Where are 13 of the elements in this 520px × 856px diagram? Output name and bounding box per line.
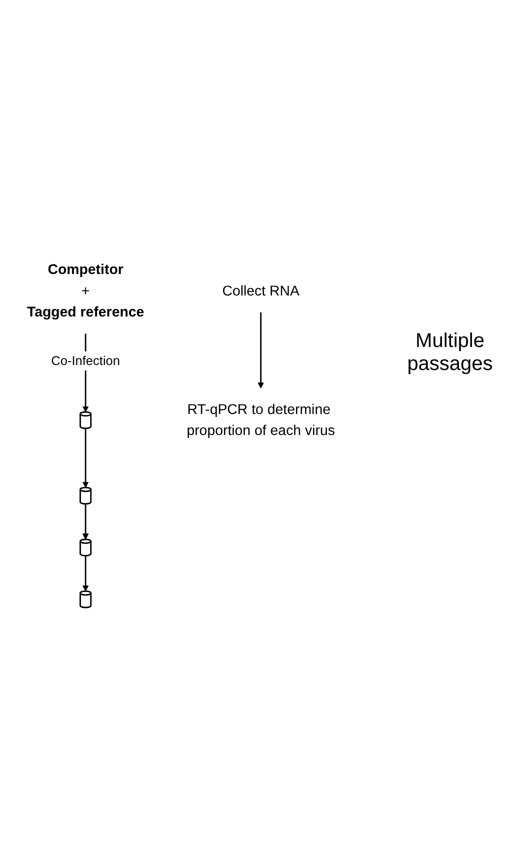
edge-label: Co-Infection bbox=[51, 353, 120, 368]
arrow bbox=[82, 504, 89, 540]
note-label: Multiple passages bbox=[406, 330, 494, 376]
node-cylinder bbox=[80, 486, 92, 505]
arrow bbox=[82, 556, 89, 592]
node-text: Competitor + Tagged reference bbox=[26, 262, 144, 320]
node-text: Collect RNA bbox=[222, 283, 300, 299]
node-cylinder bbox=[80, 538, 92, 556]
arrow bbox=[258, 312, 264, 389]
node-text: RT-qPCR to determine proportion of each virus bbox=[186, 402, 335, 439]
arrow bbox=[82, 428, 89, 488]
node-cylinder bbox=[80, 590, 92, 608]
node-cylinder bbox=[80, 411, 92, 430]
